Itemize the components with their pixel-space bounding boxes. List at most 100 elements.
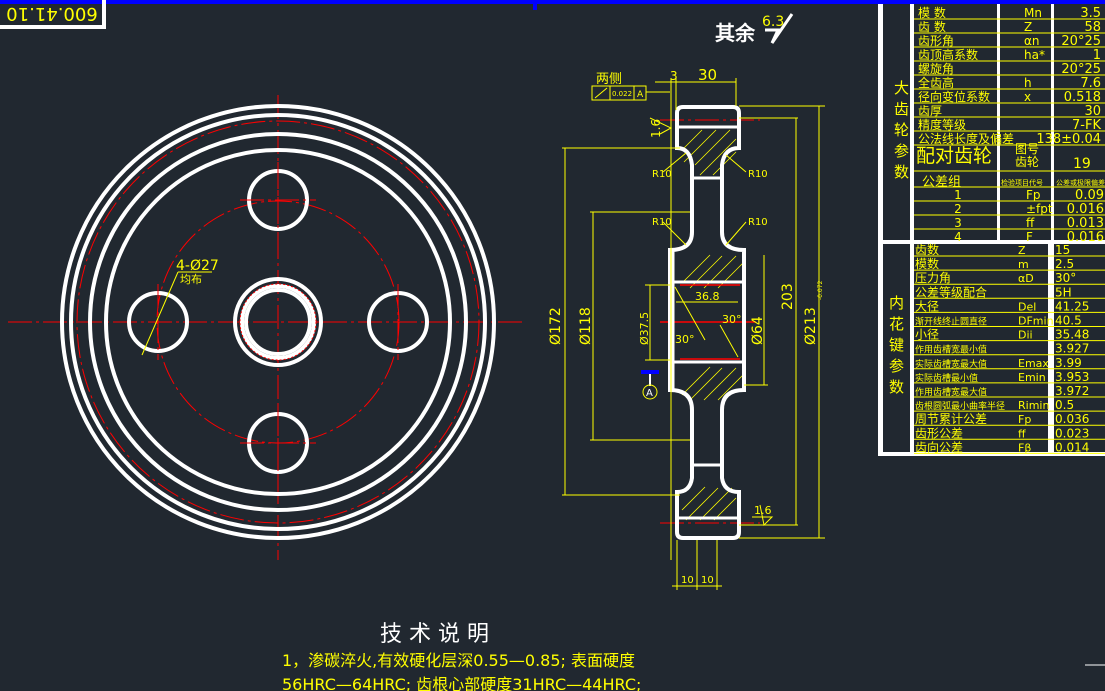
dim-spline-length: 36.8 bbox=[695, 290, 720, 303]
holes-callout: 4-Ø27 bbox=[176, 258, 219, 274]
drawing-number: 600.41.10 bbox=[6, 3, 98, 24]
gear-param-value: 20°25 bbox=[1061, 34, 1101, 49]
dim-bore: Ø37.5 bbox=[638, 312, 651, 345]
dim-d172: Ø172 bbox=[548, 307, 564, 345]
gear-param-name: 公法线长度及偏差 bbox=[918, 131, 1014, 146]
front-view: 4-Ø27 均布 bbox=[8, 95, 525, 560]
gear-param-value: 7-FK bbox=[1072, 118, 1101, 133]
dim-r10-2: R10 bbox=[748, 169, 768, 180]
gear-param-symbol: αn bbox=[1024, 34, 1040, 48]
dim-rib-1: 10 bbox=[681, 575, 694, 586]
spline-param-symbol: ff bbox=[1018, 427, 1026, 440]
gear-param-name: 全齿高 bbox=[918, 75, 954, 90]
dim-d203: 203 bbox=[780, 283, 796, 310]
spline-param-value: 3.972 bbox=[1055, 384, 1089, 398]
spline-param-symbol: Emin bbox=[1018, 371, 1046, 384]
gt-note: 两侧 bbox=[596, 72, 622, 87]
datum-label: A bbox=[646, 388, 653, 399]
gear-param-name: 精度等级 bbox=[918, 117, 966, 132]
spline-param-name: 周节累计公差 bbox=[915, 412, 987, 426]
dim-hub: Ø64 bbox=[750, 316, 766, 345]
gt-datum: A bbox=[637, 90, 644, 100]
spline-param-symbol: Z bbox=[1018, 244, 1026, 257]
notes-line-1: 1，渗碳淬火,有效硬化层深0.55—0.85; 表面硬度 bbox=[282, 651, 635, 670]
dim-angle-2: 30° bbox=[722, 313, 742, 326]
surface-finish-note: 其余 6.3 bbox=[715, 13, 794, 45]
spline-param-name: 齿根圆弧最小曲率半径 bbox=[915, 400, 1005, 412]
datum-a-marker: A bbox=[641, 370, 659, 400]
gear-param-symbol: ha* bbox=[1024, 48, 1045, 62]
tol-group: 1 bbox=[954, 188, 962, 202]
gear-param-symbol: Z bbox=[1024, 20, 1032, 34]
title-block: 600.41.10 bbox=[0, 0, 106, 29]
spline-param-value: 0.5 bbox=[1055, 398, 1074, 412]
top-selection-bar bbox=[0, 0, 1105, 4]
spline-param-name: 压力角 bbox=[915, 271, 951, 285]
dim-r10-3: R10 bbox=[652, 217, 672, 228]
gear-param-symbol: h bbox=[1024, 76, 1032, 90]
spline-param-value: 0.023 bbox=[1055, 426, 1089, 440]
tol-header-item: 检验项目代号 bbox=[1001, 178, 1043, 187]
dim-angle-1: 30° bbox=[675, 333, 695, 346]
gear-param-value: 7.6 bbox=[1080, 76, 1101, 91]
spline-param-value: 3.953 bbox=[1055, 370, 1089, 384]
tol-item: ff bbox=[1026, 216, 1035, 230]
gear-param-name: 螺旋角 bbox=[918, 62, 954, 76]
roughness-symbol-icon bbox=[765, 13, 794, 44]
spline-param-name: 实际齿槽宽最大值 bbox=[915, 358, 987, 370]
gear-param-value: 30 bbox=[1084, 104, 1101, 119]
gear-table-side-label: 大齿轮参数 bbox=[892, 80, 910, 185]
spline-param-value: 40.5 bbox=[1055, 314, 1082, 328]
spline-param-symbol: αD bbox=[1018, 272, 1034, 285]
spline-param-name: 公差等级配合 bbox=[915, 284, 987, 299]
roughness-1: 1.6 bbox=[649, 119, 663, 138]
dim-d213: Ø213 bbox=[803, 307, 819, 345]
holes-note: 均布 bbox=[180, 273, 202, 286]
gt-value: 0.022 bbox=[612, 90, 632, 98]
gear-param-value: 1 bbox=[1093, 48, 1101, 63]
notes-line-2: 56HRC—64HRC; 齿根心部硬度31HRC—44HRC; bbox=[282, 675, 641, 691]
spline-param-value: 30° bbox=[1055, 271, 1076, 285]
gear-param-symbol: x bbox=[1024, 90, 1031, 104]
spline-param-value: 3.927 bbox=[1055, 342, 1089, 356]
spline-param-symbol: Emax bbox=[1018, 357, 1049, 370]
spline-param-name: 齿向公差 bbox=[915, 439, 963, 454]
tol-item: ±fpt bbox=[1026, 202, 1053, 216]
tol-group: 3 bbox=[954, 216, 962, 230]
gear-param-symbol: Mn bbox=[1024, 6, 1042, 20]
spline-table-side-label: 内花键参数 bbox=[887, 295, 905, 400]
spline-param-symbol: Dii bbox=[1018, 329, 1033, 342]
dim-offset: 3 bbox=[670, 69, 678, 83]
runout-icon bbox=[594, 87, 608, 99]
spline-param-name: 齿数 bbox=[915, 242, 939, 257]
rest-label: 其余 bbox=[715, 21, 756, 45]
spline-param-value: 3.99 bbox=[1055, 356, 1082, 370]
spline-param-value: 15 bbox=[1055, 243, 1070, 257]
geometric-tolerance-frame: 0.022 A bbox=[591, 85, 670, 101]
spline-param-value: 41.25 bbox=[1055, 299, 1089, 313]
spline-param-symbol: m bbox=[1018, 258, 1029, 271]
gear-param-value: 58 bbox=[1084, 20, 1101, 35]
lightening-holes bbox=[127, 162, 429, 481]
spline-param-value: 0.014 bbox=[1055, 440, 1089, 454]
tables-frame bbox=[878, 4, 1105, 666]
dim-rib-2: 10 bbox=[701, 575, 714, 586]
spline-param-value: 2.5 bbox=[1055, 257, 1074, 271]
section-view: 30 3 两侧 0.022 A 1.6 1.6 R10 R10 R10 R10 … bbox=[548, 66, 825, 590]
gear-param-name: 模 数 bbox=[918, 5, 946, 20]
technical-notes: 技 术 说 明 1，渗碳淬火,有效硬化层深0.55—0.85; 表面硬度 56H… bbox=[282, 622, 641, 691]
dim-d213-tol: -0.072 bbox=[817, 280, 824, 300]
roughness-2: 1.6 bbox=[754, 504, 772, 517]
pair-gear-label: 配对齿轮 bbox=[916, 145, 992, 167]
spline-param-symbol: Rimin bbox=[1018, 399, 1049, 412]
spline-param-value: 0.036 bbox=[1055, 412, 1089, 426]
roughness-value: 6.3 bbox=[762, 14, 784, 30]
spline-param-name: 渐开线终止圆直径 bbox=[915, 316, 987, 328]
gear-param-name: 齿 数 bbox=[918, 19, 946, 34]
pair-sub-2: 齿轮 bbox=[1015, 155, 1039, 169]
tol-header-group: 公差组 bbox=[922, 175, 961, 190]
dim-width: 30 bbox=[698, 66, 717, 84]
